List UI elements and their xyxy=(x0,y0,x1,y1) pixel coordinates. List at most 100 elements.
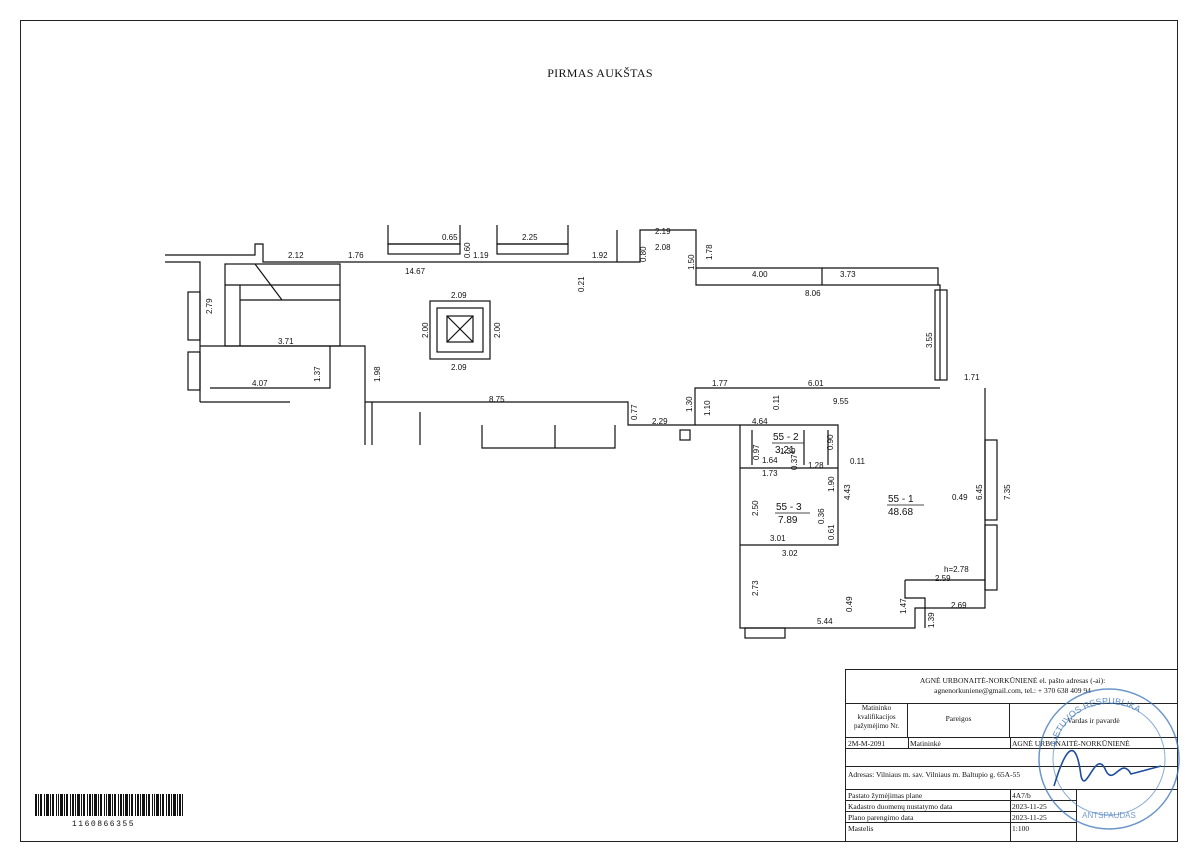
row-divider xyxy=(846,811,1076,812)
dimension-label: 9.55 xyxy=(833,397,849,406)
info-value-3: 1:100 xyxy=(1012,824,1030,833)
dimension-label: 0.80 xyxy=(639,246,648,262)
dimension-label: 2.59 xyxy=(935,574,951,583)
dimension-label: 2.08 xyxy=(655,243,671,252)
row-divider xyxy=(846,822,1076,823)
dimension-label: 1.30 xyxy=(685,396,694,412)
dimension-label: 4.64 xyxy=(752,417,768,426)
surveyor-name: AGNĖ URBONAITĖ-NORKŪNIENĖ xyxy=(1012,739,1130,748)
info-value-0: 4A7/b xyxy=(1012,791,1031,800)
dimension-label: 1.10 xyxy=(703,400,712,416)
dimension-label: 0.37 xyxy=(790,454,799,470)
room-55-2-area: 3.21 xyxy=(775,445,795,456)
official-stamp: LIETUVOS RESPUBLIKA ANTSPAUDAS xyxy=(1038,688,1180,830)
info-label-1: Kadastro duomenų nustatymo data xyxy=(848,802,953,811)
dimension-label: 1.19 xyxy=(473,251,489,260)
row-divider xyxy=(846,737,1177,738)
info-label-3: Mastelis xyxy=(848,824,874,833)
info-value-2: 2023-11-25 xyxy=(1012,813,1047,822)
dimension-label: 2.09 xyxy=(451,291,467,300)
dimension-label: 3.71 xyxy=(278,337,294,346)
address: Adresas: Vilniaus m. sav. Vilniaus m. Ba… xyxy=(848,770,1021,779)
room-labels: 55 - 1 48.68 55 - 2 3.21 55 - 3 7.89 xyxy=(772,432,924,526)
title-block: AGNĖ URBONAITĖ-NORKŪNIENĖ el. pašto adre… xyxy=(845,669,1178,842)
dimension-label: 6.01 xyxy=(808,379,824,388)
author-line-2: agnenorkuniene@gmail.com, tel.: + 370 63… xyxy=(934,686,1091,695)
info-label-0: Pastato žymėjimas plane xyxy=(848,791,923,800)
dimension-label: 0.65 xyxy=(442,233,458,242)
dimension-label: 0.11 xyxy=(850,457,866,466)
room-55-3-area: 7.89 xyxy=(778,515,798,526)
dimension-label: 1.28 xyxy=(808,461,824,470)
dimension-label: 2.09 xyxy=(451,363,467,372)
row-divider xyxy=(846,789,1177,790)
col-divider xyxy=(1010,737,1011,748)
dimension-label: 1.73 xyxy=(762,469,778,478)
position: Matininkė xyxy=(910,739,941,748)
dimension-label: 2.79 xyxy=(205,298,214,314)
dimension-label: 4.00 xyxy=(752,270,768,279)
dimension-label: 7.35 xyxy=(1003,484,1012,500)
dimension-label: 1.71 xyxy=(964,373,980,382)
dimension-label: 3.02 xyxy=(782,549,798,558)
dimension-label: 1.37 xyxy=(313,366,322,382)
info-value-1: 2023-11-25 xyxy=(1012,802,1047,811)
dimension-label: 14.67 xyxy=(405,267,426,276)
dimension-label: 1.76 xyxy=(348,251,364,260)
dimension-label: 3.55 xyxy=(925,332,934,348)
cert-no: 2M-M-2091 xyxy=(848,739,886,748)
dimension-label: 0.49 xyxy=(845,596,854,612)
hdr-cert: Matininko kvalifikacijos pažymėjimo Nr. xyxy=(846,704,908,737)
room-55-3-code: 55 - 3 xyxy=(776,502,802,513)
barcode-number: 1160866355 xyxy=(72,820,136,829)
dimension-label: 4.43 xyxy=(843,484,852,500)
col-divider xyxy=(908,737,909,748)
dimension-label: 1.98 xyxy=(373,366,382,382)
dimension-label: 1.90 xyxy=(827,476,836,492)
sheet-frame xyxy=(20,20,1178,842)
dimension-label: 8.06 xyxy=(805,289,821,298)
dimension-label: 1.77 xyxy=(712,379,728,388)
row-divider xyxy=(846,748,1177,749)
dimension-label: 5.44 xyxy=(817,617,833,626)
dimension-label: 0.11 xyxy=(772,394,781,410)
dimension-label: 4.07 xyxy=(252,379,268,388)
walls xyxy=(165,225,998,639)
dimension-label: h=2.78 xyxy=(944,565,969,574)
col-divider xyxy=(1010,789,1011,841)
dimension-label: 3.73 xyxy=(840,270,856,279)
svg-text:LIETUVOS RESPUBLIKA: LIETUVOS RESPUBLIKA xyxy=(1048,696,1143,746)
stamp-bottom: ANTSPAUDAS xyxy=(1082,811,1136,820)
dimension-label: 1.50 xyxy=(687,254,696,270)
dimension-label: 2.50 xyxy=(751,500,760,516)
room-55-1-code: 55 - 1 xyxy=(888,494,914,505)
hdr-name: Vardas ir pavardė xyxy=(1067,716,1120,725)
dimension-label: 0.60 xyxy=(463,242,472,258)
dimension-labels: 2.12 1.76 14.67 0.65 0.60 1.19 2.25 1.92… xyxy=(205,227,1012,628)
room-55-2-code: 55 - 2 xyxy=(773,432,799,443)
dimension-label: 6.45 xyxy=(975,484,984,500)
dimension-label: 2.73 xyxy=(751,580,760,596)
dimension-label: 0.36 xyxy=(817,508,826,524)
dimension-label: 0.49 xyxy=(952,493,968,502)
dimension-label: 1.39 xyxy=(927,612,936,628)
plan-title: PIRMAS AUKŠTAS xyxy=(547,66,653,80)
room-55-1-area: 48.68 xyxy=(888,507,913,518)
dimension-label: 2.29 xyxy=(652,417,668,426)
dimension-label: 2.00 xyxy=(493,322,502,338)
dimension-label: 1.92 xyxy=(592,251,608,260)
author-line-1: AGNĖ URBONAITĖ-NORKŪNIENĖ el. pašto adre… xyxy=(919,676,1106,685)
dimension-label: 0.77 xyxy=(630,404,639,420)
hdr-position: Pareigos xyxy=(908,704,1010,737)
dimension-label: 2.00 xyxy=(421,322,430,338)
dimension-label: 1.78 xyxy=(705,244,714,260)
dimension-label: 2.25 xyxy=(522,233,538,242)
dimension-label: 1.64 xyxy=(762,456,778,465)
row-divider xyxy=(846,766,1177,767)
stamp-text: LIETUVOS RESPUBLIKA xyxy=(1048,696,1143,746)
dimension-label: 2.69 xyxy=(951,601,967,610)
barcode xyxy=(35,794,183,816)
dimension-label: 2.19 xyxy=(655,227,671,236)
row-divider xyxy=(846,703,1177,704)
